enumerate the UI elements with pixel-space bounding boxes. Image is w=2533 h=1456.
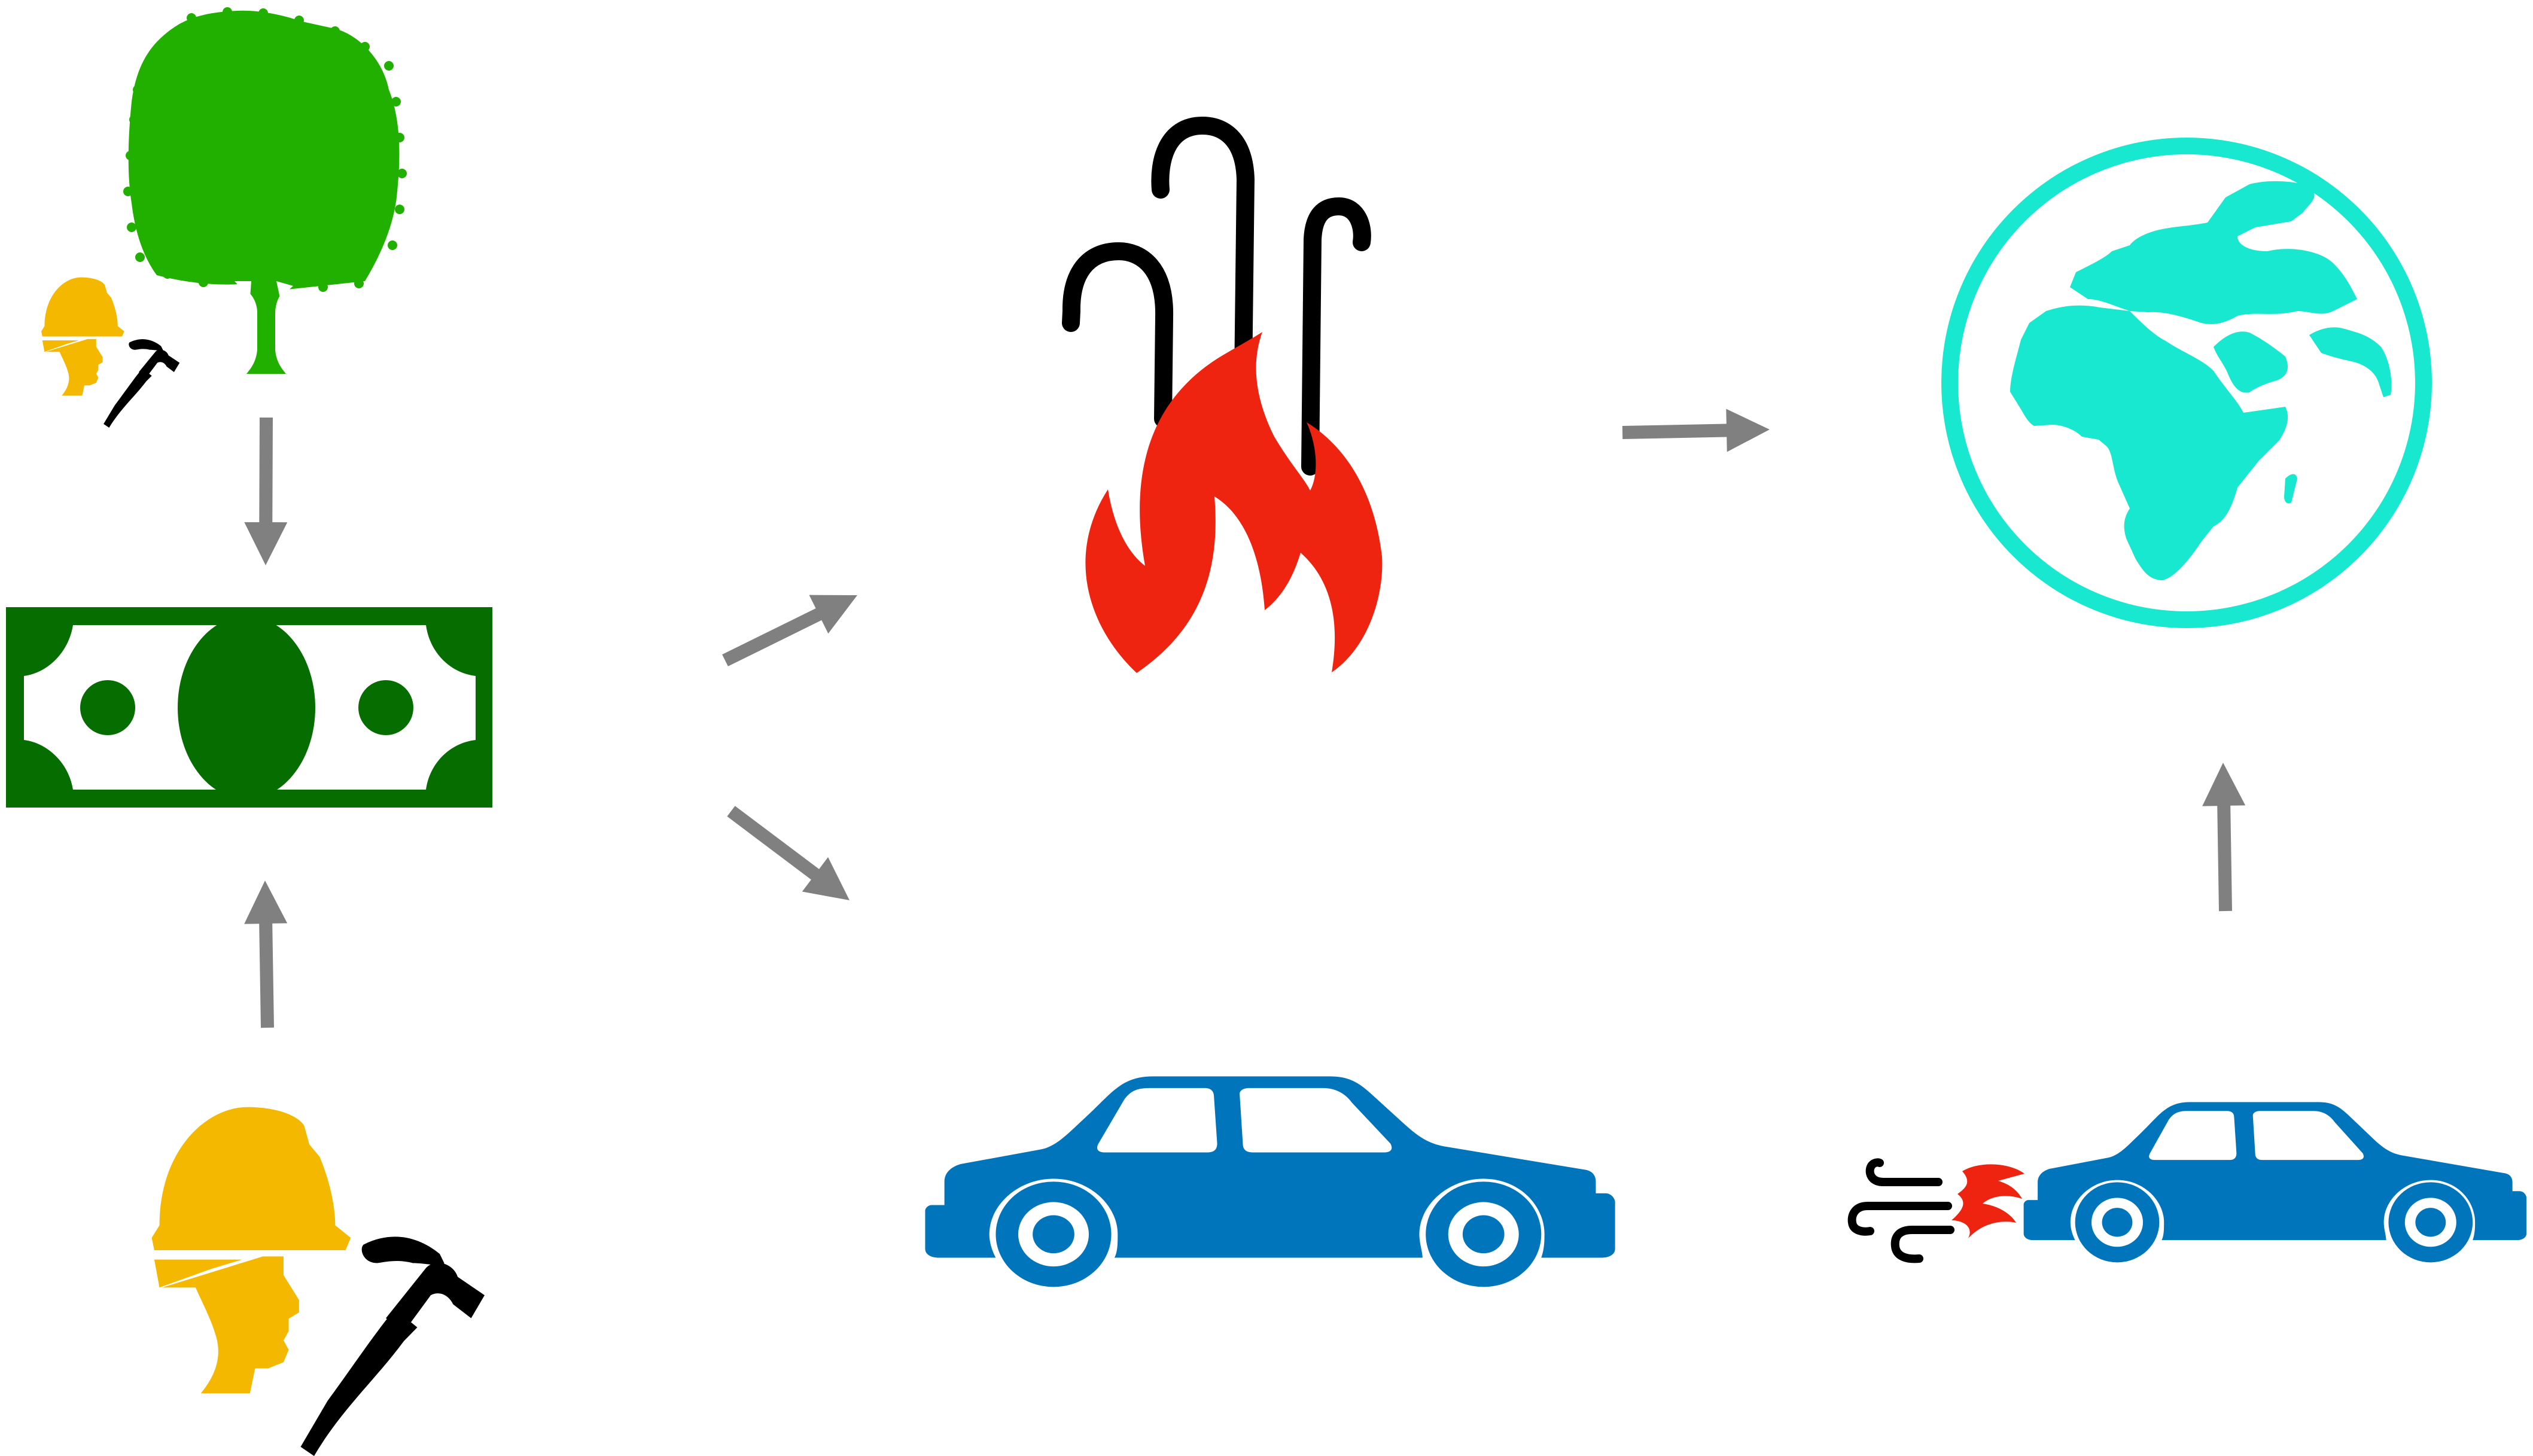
arrow-tree-with-worker-to-money (244, 418, 287, 565)
arrow-car-exhaust-to-earth (2202, 763, 2245, 911)
tree-with-worker-node (41, 7, 407, 428)
arrow-worker-to-money (244, 881, 287, 1028)
globe-icon (1941, 138, 2432, 628)
banknote-icon (6, 607, 492, 808)
small-car-icon (2024, 1102, 2526, 1262)
hammer-icon (301, 1236, 485, 1456)
small-worker-icon (41, 278, 124, 396)
exhaust-icon (1852, 1162, 2024, 1259)
car-exhaust-node (1852, 1102, 2526, 1262)
small-hammer-icon (103, 339, 179, 428)
car-icon (925, 1076, 1615, 1287)
arrow-money-to-fire-heat (722, 595, 857, 666)
arrow-money-to-car (727, 806, 850, 900)
fire-heat-node (1071, 126, 1382, 673)
tree-icon (123, 7, 407, 374)
fire-icon (1085, 332, 1382, 673)
worker-node (152, 1107, 485, 1456)
arrow-fire-heat-to-earth (1622, 409, 1770, 452)
worker-icon (152, 1107, 351, 1393)
